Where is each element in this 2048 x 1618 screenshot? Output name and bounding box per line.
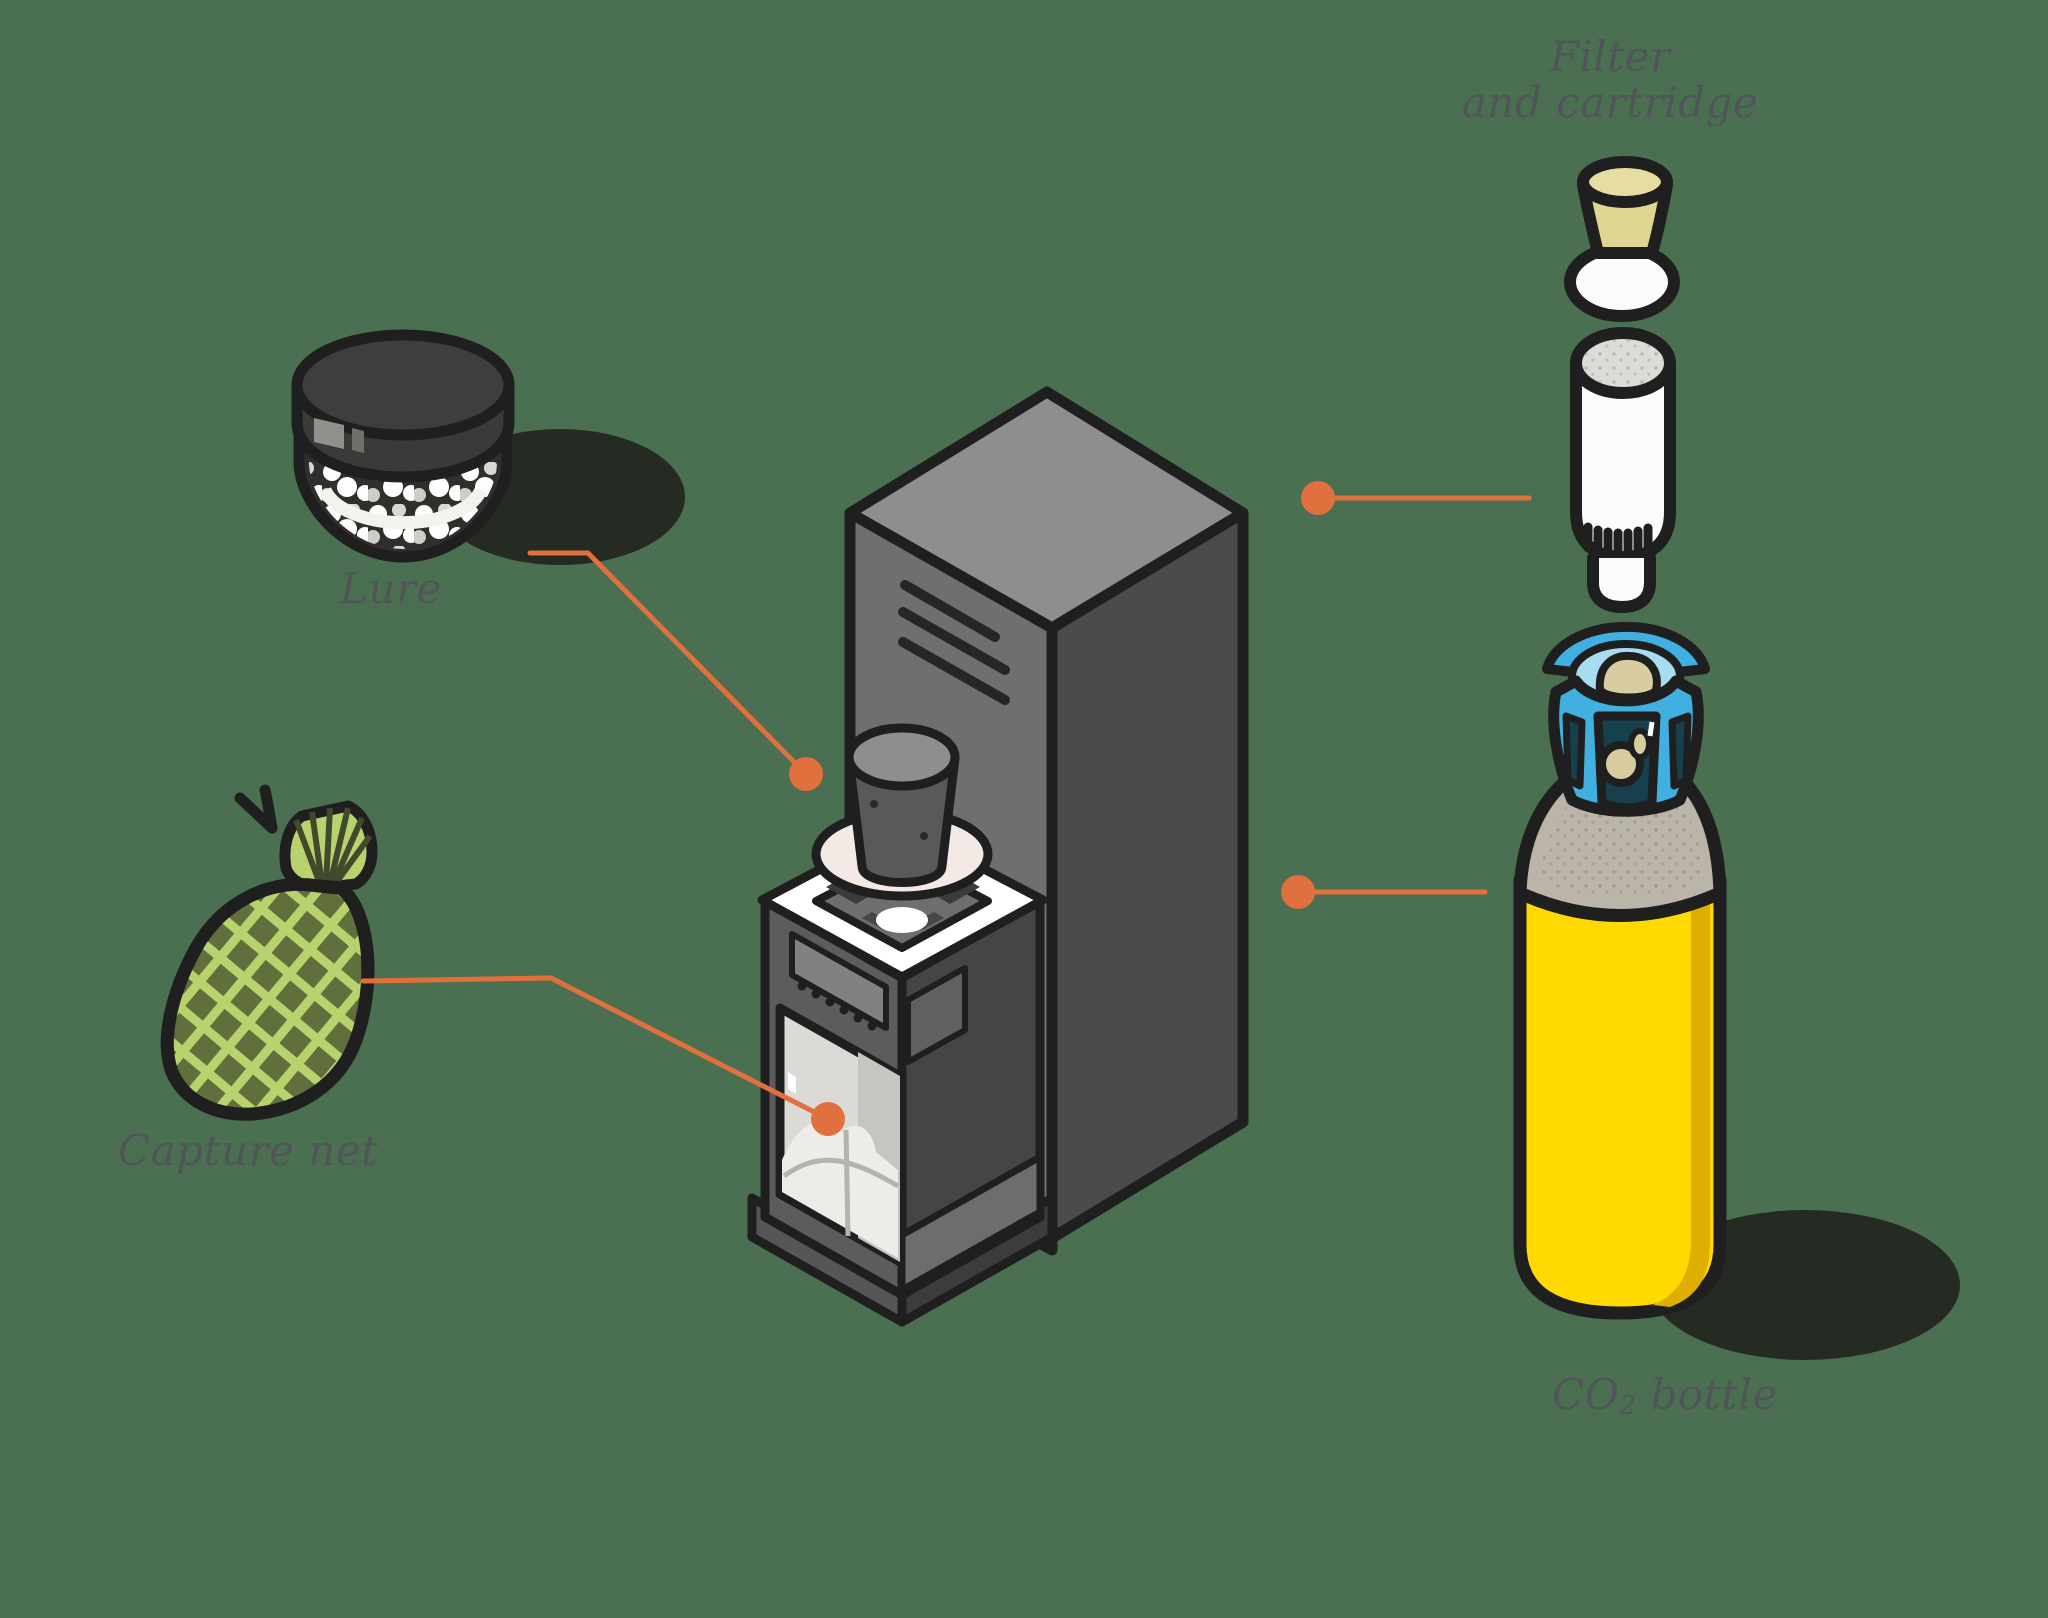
filter-connector [1301,481,1532,515]
bottle-shadow [1650,1210,1960,1360]
co2-label-subscript: 2 [1619,1390,1637,1421]
co2-label-suffix: bottle [1636,1370,1778,1419]
capture-net-illustration [160,784,378,1121]
lure-connector [527,550,823,791]
lure-jar-illustration [291,329,685,565]
trap-funnel-icon [844,723,960,887]
trap-platform [757,807,1048,982]
filter-cartridge-label: Filter and cartridge [1400,34,1820,126]
capture-window [775,1003,905,1267]
capture-net-label: Capture net [118,1126,379,1175]
co2-bottle-label: CO2 bottle [1552,1372,1778,1424]
connector-dot [789,757,823,791]
net-stem [234,784,278,834]
co2-bottle-illustration [1513,621,1960,1360]
trap-unit-illustration [747,386,1249,1327]
connector-dot [1301,481,1335,515]
connector-dot [811,1102,845,1136]
co2-connector [1281,875,1488,909]
filter-cartridge-cylinder [1570,327,1676,613]
cartridge-ribs [1583,522,1653,562]
perforation-dots [797,981,877,1031]
co2-label-prefix: CO [1552,1370,1620,1419]
lure-label: Lure [340,564,442,613]
net-tie [279,800,378,894]
bottle-cap [1542,621,1710,817]
capture-net-connector [360,975,845,1136]
filter-cartridge-label-line1: Filter [1549,32,1671,81]
filter-funnel-piece [1564,156,1680,322]
trap-pedestal [760,895,1045,1300]
vent-slits-icon [898,580,1010,705]
filter-cartridge-label-line2: and cartridge [1461,78,1759,127]
connector-dot [1281,875,1315,909]
net-body [160,878,375,1121]
connectors [360,481,1532,1136]
filter-cartridge-illustration [1564,156,1680,613]
